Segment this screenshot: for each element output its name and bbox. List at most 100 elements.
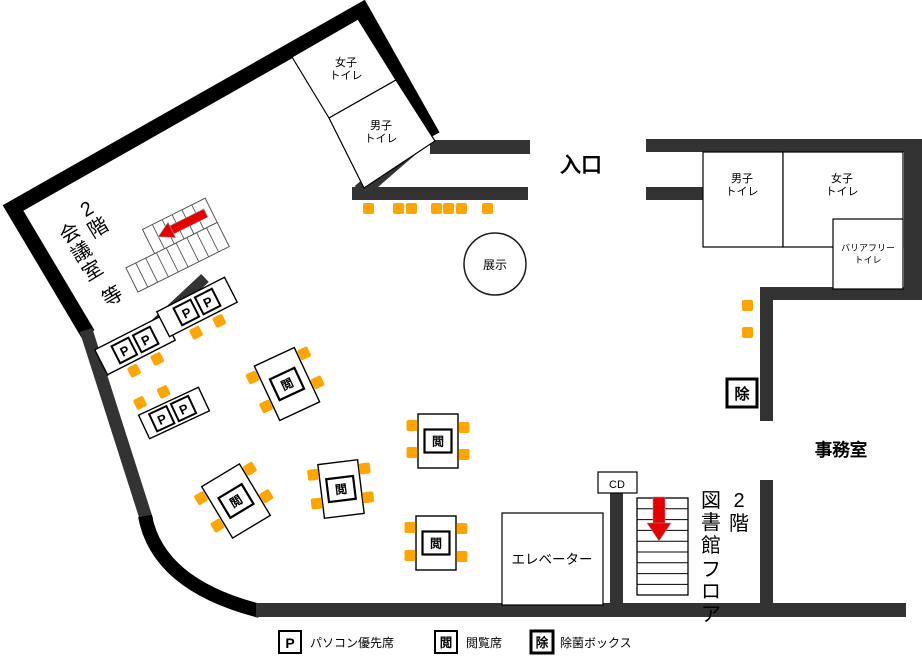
- svg-text:閲: 閲: [440, 636, 453, 650]
- female-toilet-label-line2: トイレ: [330, 70, 363, 82]
- legend-sanitizer-label: 除菌ボックス: [560, 635, 632, 650]
- chair: [307, 468, 319, 481]
- chair: [127, 364, 141, 378]
- office-label: 事務室: [815, 440, 868, 460]
- pc-seat-box: [193, 287, 222, 316]
- svg-text:除: 除: [734, 385, 750, 403]
- legend: P パソコン優先席 閲 閲覧席 除 除菌ボックス: [278, 629, 632, 655]
- sanitizer-box: 除: [725, 377, 759, 409]
- svg-text:図: 図: [701, 490, 721, 512]
- chair: [133, 396, 147, 410]
- arrow-left-icon: [157, 208, 209, 238]
- chair: [456, 551, 468, 562]
- svg-text:ア: ア: [701, 604, 721, 626]
- entrance-left-wall-lower: [352, 187, 528, 200]
- stairs-upper: [125, 197, 230, 293]
- chair: [393, 203, 404, 214]
- chair: [363, 203, 374, 214]
- left-wall-lower: [79, 328, 154, 523]
- pc-seat-box: [169, 394, 198, 423]
- room-male-toilet-right: [702, 151, 784, 248]
- chair: [406, 447, 418, 458]
- pc-seat-box: [131, 325, 160, 354]
- cd-label: CD: [609, 479, 625, 491]
- exhibit-label: 展示: [483, 258, 507, 272]
- curved-wall-bottom-left: [138, 514, 262, 618]
- svg-text:P: P: [285, 635, 294, 651]
- chair: [310, 497, 323, 510]
- svg-text:書: 書: [701, 511, 721, 534]
- entrance-chair-row: [363, 203, 493, 214]
- entrance-left-wall-upper: [430, 140, 530, 154]
- table-pc-3: P P: [133, 385, 211, 440]
- table-reading-4: 閲: [406, 413, 470, 469]
- chair: [458, 449, 470, 460]
- svg-text:閲: 閲: [432, 435, 444, 449]
- office-top-wall: [760, 287, 922, 300]
- legend-reading-symbol-box: [434, 630, 458, 654]
- chair: [443, 203, 454, 214]
- outer-wall-top-left: [2, 0, 440, 338]
- elevator-label: エレベーター: [512, 552, 593, 567]
- svg-text:ロ: ロ: [701, 581, 721, 603]
- chair: [482, 203, 493, 214]
- reading-seat-box: [268, 366, 306, 402]
- arrow-down-icon: [646, 496, 672, 542]
- legend-reading-label: 閲覧席: [466, 635, 502, 650]
- chair: [150, 352, 164, 366]
- room-male-toilet-topleft: [328, 79, 436, 189]
- bottom-wall: [256, 603, 906, 617]
- pc-seat-box: [147, 404, 176, 433]
- reading-seat-box: [421, 530, 451, 556]
- chair: [742, 300, 753, 311]
- chair: [259, 399, 273, 414]
- chair: [156, 385, 171, 399]
- chair: [404, 522, 416, 533]
- legend-pc-label: パソコン優先席: [310, 635, 394, 650]
- female-toilet-label-line1: 女子: [335, 55, 357, 69]
- barrier-free-toilet-label-line1: バリアフリー: [841, 243, 895, 253]
- svg-text:閲: 閲: [334, 482, 348, 497]
- right-wall: [904, 139, 922, 299]
- table-reading-5: 閲: [404, 515, 468, 571]
- entrance-right-wall: [646, 187, 704, 200]
- stairs-lower: [636, 496, 689, 596]
- table-reading-2: 閲: [194, 461, 274, 540]
- exhibit-circle: [463, 232, 527, 296]
- chair: [404, 550, 416, 561]
- chair: [210, 518, 225, 533]
- chair: [259, 489, 274, 503]
- chair: [458, 422, 470, 433]
- chair: [362, 491, 375, 504]
- barrier-free-toilet-label-line2: トイレ: [854, 255, 881, 265]
- legend-sanitizer-symbol-box: [529, 629, 555, 655]
- svg-text:除: 除: [536, 635, 549, 650]
- chair: [742, 327, 753, 338]
- chair: [212, 314, 226, 328]
- office-wall-chairs: [742, 300, 753, 338]
- chair: [406, 203, 417, 214]
- reading-seat-box: [216, 482, 256, 520]
- chair: [243, 461, 257, 476]
- chair: [245, 370, 260, 385]
- legend-pc-symbol-box: [278, 630, 302, 654]
- table-reading-1: 閲: [245, 346, 325, 422]
- reading-seat-box: [423, 428, 453, 454]
- chair: [297, 346, 311, 361]
- svg-text:階: 階: [729, 512, 749, 535]
- male-toilet-right-label-line2: トイレ: [726, 186, 759, 198]
- male-toilet-label-line1: 男子: [370, 119, 392, 132]
- svg-text:館: 館: [701, 534, 721, 557]
- svg-text:閲: 閲: [430, 537, 442, 551]
- chair: [431, 203, 442, 214]
- chair: [406, 420, 418, 431]
- female-toilet-right-label-line1: 女子: [831, 171, 853, 185]
- chair: [456, 203, 467, 214]
- entrance-label: 入口: [560, 154, 602, 177]
- office-left-wall-upper: [760, 287, 773, 421]
- svg-text:フ: フ: [701, 559, 721, 581]
- table-pc-1: P P: [93, 314, 177, 378]
- cd-counter-wall: [610, 493, 623, 603]
- female-toilet-right-label-line2: トイレ: [826, 186, 859, 198]
